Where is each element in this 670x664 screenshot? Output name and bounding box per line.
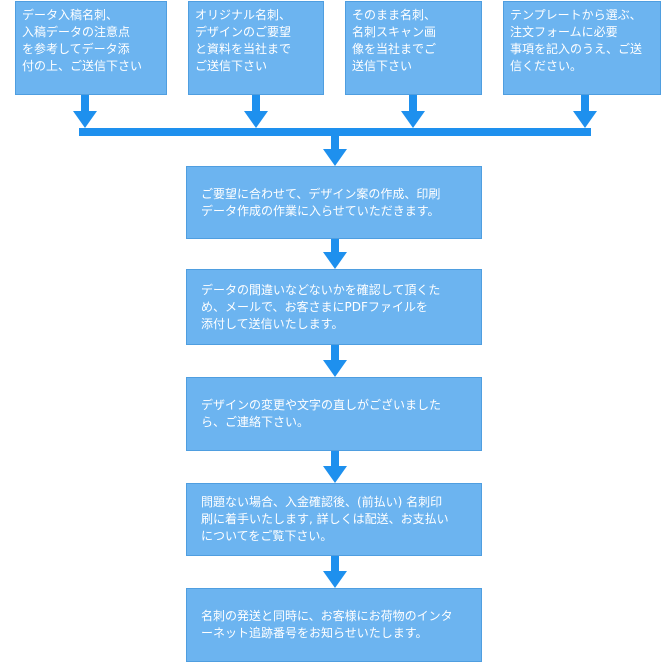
step-revisions: デザインの変更や文字の直しがございました ら、ご連絡下さい。 (186, 377, 482, 451)
step-shipping-tracking: 名刺の発送と同時に、お客様にお荷物のインタ ーネット追跡番号をお知らせいたします… (186, 588, 482, 662)
step-design-creation-text: ご要望に合わせて、デザイン案の作成、印刷 データ作成の作業に入らせていただきます… (201, 186, 441, 218)
step-payment-printing-text: 問題ない場合、入金確認後、(前払い) 名刺印 刷に着手いたします, 詳しくは配送… (201, 495, 449, 543)
option-box-original-design: オリジナル名刺、 デザインのご要望 と資料を当社まで ご送信下さい (188, 1, 324, 95)
step-pdf-proof-text: データの間違いなどないかを確認して頂くた め、メールで、お客さまにPDFファイル… (201, 282, 441, 331)
step-design-creation: ご要望に合わせて、デザイン案の作成、印刷 データ作成の作業に入らせていただきます… (186, 166, 482, 239)
option-box-scan-as-is: そのまま名刺、 名刺スキャン画 像を当社までご 送信下さい (345, 1, 482, 95)
option-box-data-submission: データ入稿名刺、 入稿データの注意点 を参考してデータ添 付の上、ご送信下さい (15, 1, 167, 95)
option-box-template-order: テンプレートから選ぶ、 注文フォームに必要 事項を記入のうえ、ご送 信ください。 (503, 1, 661, 95)
step-payment-printing: 問題ない場合、入金確認後、(前払い) 名刺印 刷に着手いたします, 詳しくは配送… (186, 483, 482, 556)
step-shipping-tracking-text: 名刺の発送と同時に、お客様にお荷物のインタ ーネット追跡番号をお知らせいたします… (201, 609, 453, 640)
step-revisions-text: デザインの変更や文字の直しがございました ら、ご連絡下さい。 (201, 398, 442, 429)
step-pdf-proof: データの間違いなどないかを確認して頂くた め、メールで、お客さまにPDFファイル… (186, 269, 482, 345)
